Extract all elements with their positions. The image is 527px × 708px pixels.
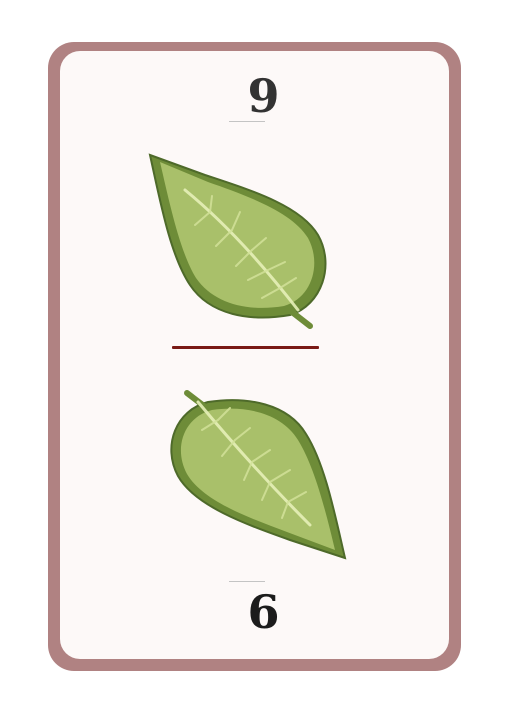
bottom-number-overline [229,581,265,582]
card-face[interactable] [60,51,449,659]
top-number-underline [229,121,265,122]
bottom-number: 6 [247,585,280,639]
top-number: 9 [247,69,280,123]
card-divider [172,346,319,349]
